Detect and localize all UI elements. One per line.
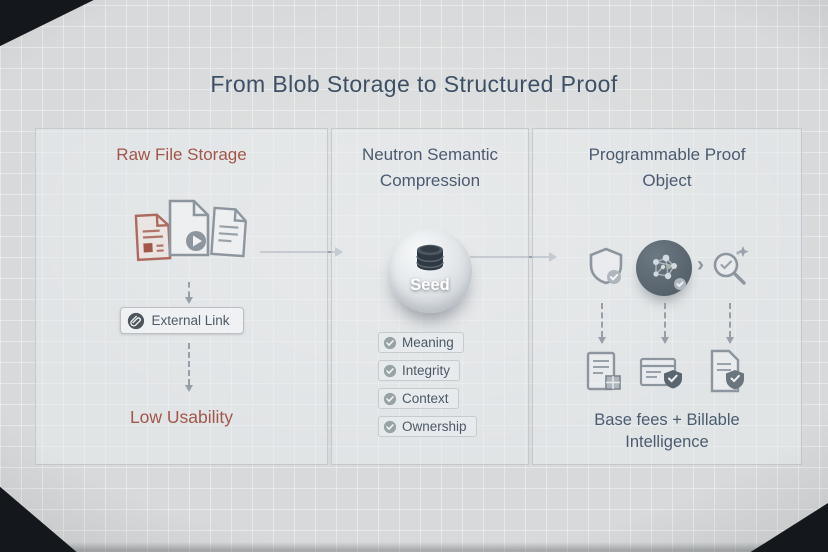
panel-neutron-compression: Neutron Semantic Compression Seed Meanin… [331, 128, 529, 465]
document-shield-icon [709, 349, 747, 393]
dashed-arrow-proof-3 [726, 303, 734, 344]
panel-neutron-title-line2: Compression [379, 171, 481, 191]
panel-proof-title-line1: Programmable Proof [588, 145, 746, 164]
checklist-item-context: Context [378, 388, 459, 409]
proof-footer-line1: Base fees + Billable [594, 411, 740, 429]
report-document-icon [585, 351, 623, 393]
check-circle-icon [383, 336, 397, 349]
check-circle-icon [383, 364, 397, 377]
checklist-label: Meaning [402, 335, 454, 350]
file-icons-cluster [36, 195, 327, 285]
bottom-shadow [0, 542, 828, 552]
checklist-item-integrity: Integrity [378, 360, 461, 381]
checklist-item-meaning: Meaning [378, 332, 464, 353]
checklist-label: Integrity [402, 363, 451, 378]
proof-footer-line2: Intelligence [625, 433, 709, 452]
plain-document-icon [208, 206, 249, 259]
panel-raw-file-storage: Raw File Storage [35, 128, 328, 465]
card-shield-icon [639, 357, 685, 393]
semantic-graph-icon [636, 240, 692, 296]
shield-check-icon [588, 247, 624, 287]
check-circle-icon [383, 392, 397, 405]
seed-sphere: Seed [388, 229, 472, 313]
low-usability-label: Low Usability [129, 407, 234, 427]
proof-footer: Base fees + Billable Intelligence [533, 409, 801, 454]
database-icon [413, 241, 447, 275]
video-corner-shadow-top-left [0, 0, 110, 50]
slide-title: From Blob Storage to Structured Proof [210, 71, 618, 97]
seed-label: Seed [410, 276, 450, 294]
red-document-icon [133, 212, 173, 262]
panel-neutron-title-line1: Neutron Semantic [361, 145, 499, 164]
dashed-arrow-files-to-link [185, 282, 193, 304]
checklist-item-ownership: Ownership [378, 416, 477, 437]
checklist-label: Ownership [402, 419, 467, 434]
check-circle-icon [383, 420, 397, 433]
panel-proof-title-line2: Object [642, 171, 692, 191]
magnifier-verify-icon [709, 243, 753, 289]
panel-proof-title: Programmable Proof Object [533, 142, 801, 195]
panel-neutron-title: Neutron Semantic Compression [332, 142, 528, 195]
external-link-button[interactable]: External Link [119, 307, 244, 334]
dashed-arrow-proof-2 [661, 303, 669, 344]
panel-programmable-proof: Programmable Proof Object [532, 128, 802, 465]
external-link-label: External Link [151, 313, 230, 328]
video-corner-shadow-bottom-right [738, 498, 828, 552]
dashed-arrow-proof-1 [598, 303, 606, 344]
checklist-label: Context [402, 391, 449, 406]
chevron-right-icon: › [697, 253, 704, 276]
video-document-icon [166, 199, 212, 257]
dashed-arrow-link-to-verdict [185, 343, 193, 392]
semantic-checklist: Meaning Integrity Context Ownership [378, 332, 477, 437]
video-corner-shadow-bottom-left [0, 480, 86, 552]
panel-raw-title: Raw File Storage [116, 145, 247, 164]
paperclip-icon [126, 312, 144, 330]
